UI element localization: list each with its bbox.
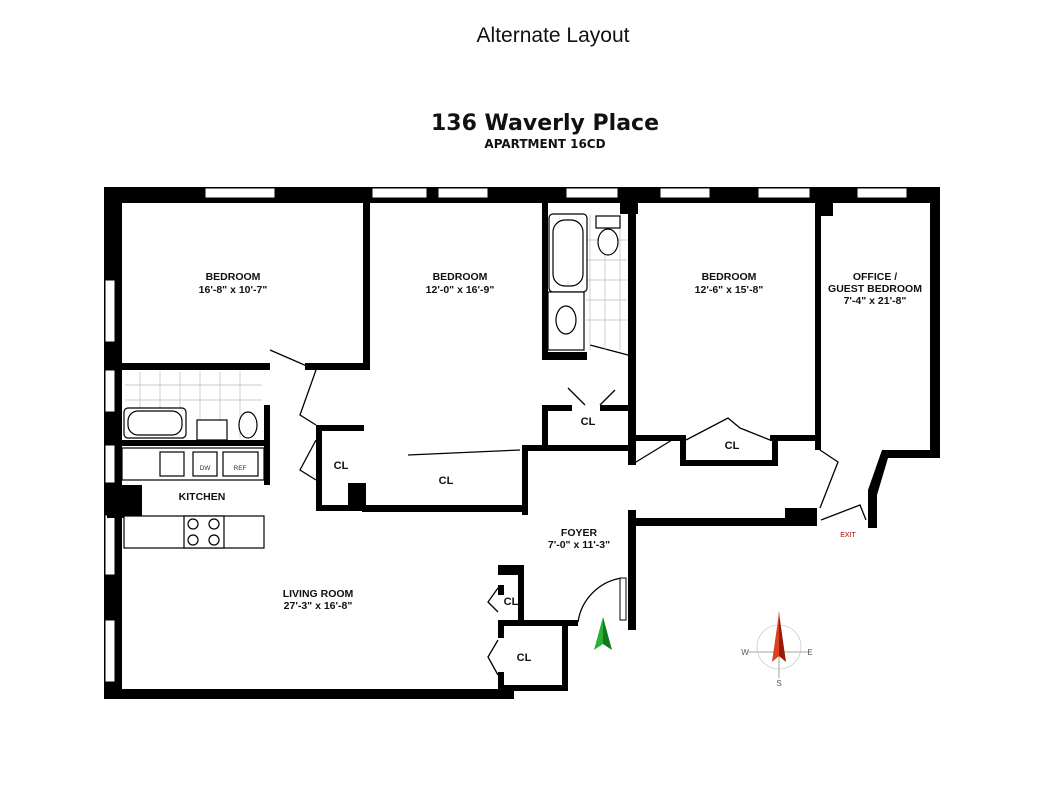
bathroom-left	[123, 372, 262, 441]
bedroom3-dims: 12'-6" x 15'-8"	[695, 284, 764, 296]
closet-label: CL	[725, 440, 740, 452]
apartment-number: APARTMENT 16CD	[484, 137, 605, 151]
bathroom-center	[547, 213, 627, 351]
compass-east-label: E	[807, 648, 812, 657]
bedroom3-name: BEDROOM	[702, 271, 757, 283]
living-room-dims: 27'-3" x 16'-8"	[284, 600, 353, 612]
entry-door	[619, 577, 627, 621]
north-arrow-icon	[594, 617, 612, 650]
office-dims: 7'-4" x 21'-8"	[844, 295, 907, 307]
closet-labels: CL CL CL CL CL CL	[334, 416, 740, 664]
office-name-line1: OFFICE /	[853, 271, 897, 283]
bedroom1-name: BEDROOM	[206, 271, 261, 283]
kitchen-fixtures: DW REF	[121, 447, 265, 549]
living-room-name: LIVING ROOM	[283, 588, 354, 600]
closet-label: CL	[517, 652, 532, 664]
foyer-name: FOYER	[561, 527, 598, 539]
refrigerator-label: REF	[234, 465, 247, 472]
interior-walls	[107, 200, 940, 692]
dishwasher-label: DW	[200, 465, 212, 472]
bedroom2-name: BEDROOM	[433, 271, 488, 283]
closet-label: CL	[439, 475, 454, 487]
foyer-dims: 7'-0" x 11'-3"	[548, 539, 610, 551]
closet-label: CL	[334, 460, 349, 472]
room-labels: BEDROOM 16'-8" x 10'-7" BEDROOM 12'-0" x…	[179, 271, 923, 612]
closet-label: CL	[581, 416, 596, 428]
compass-south-label: S	[776, 679, 781, 688]
compass-west-label: W	[741, 648, 749, 657]
page-title: Alternate Layout	[477, 24, 630, 47]
compass-icon: E W S	[741, 612, 813, 688]
closet-label: CL	[504, 596, 519, 608]
building-name: 136 Waverly Place	[431, 111, 659, 136]
bedroom2-dims: 12'-0" x 16'-9"	[426, 284, 495, 296]
kitchen-name: KITCHEN	[179, 491, 226, 503]
windows	[104, 187, 908, 683]
doors	[269, 344, 867, 676]
office-name-line2: GUEST BEDROOM	[828, 283, 922, 295]
bedroom1-dims: 16'-8" x 10'-7"	[199, 284, 268, 296]
exit-label: EXIT	[840, 532, 856, 539]
